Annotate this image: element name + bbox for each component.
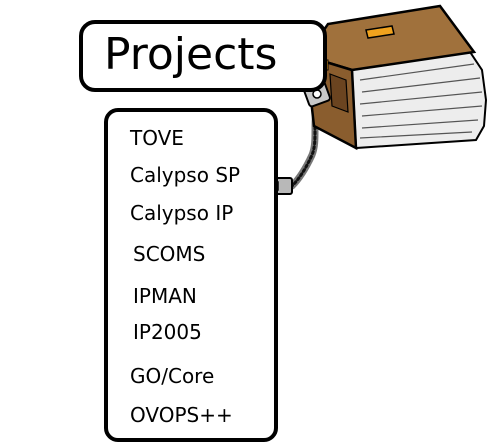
project-item-calypso-sp[interactable]: Calypso SP: [130, 163, 241, 187]
project-item-calypso-ip[interactable]: Calypso IP: [130, 201, 234, 225]
project-item-go-core[interactable]: GO/Core: [130, 364, 215, 388]
project-item-ovops[interactable]: OVOPS++: [130, 403, 233, 427]
binder-icon: [303, 4, 488, 151]
project-list: [104, 108, 278, 442]
title-box: [79, 20, 327, 92]
project-item-tove[interactable]: TOVE: [130, 126, 184, 150]
project-item-scoms[interactable]: SCOMS: [133, 242, 206, 266]
project-item-ip2005[interactable]: IP2005: [133, 320, 202, 344]
page-title: Projects: [104, 29, 278, 80]
project-item-ipman[interactable]: IPMAN: [133, 284, 197, 308]
